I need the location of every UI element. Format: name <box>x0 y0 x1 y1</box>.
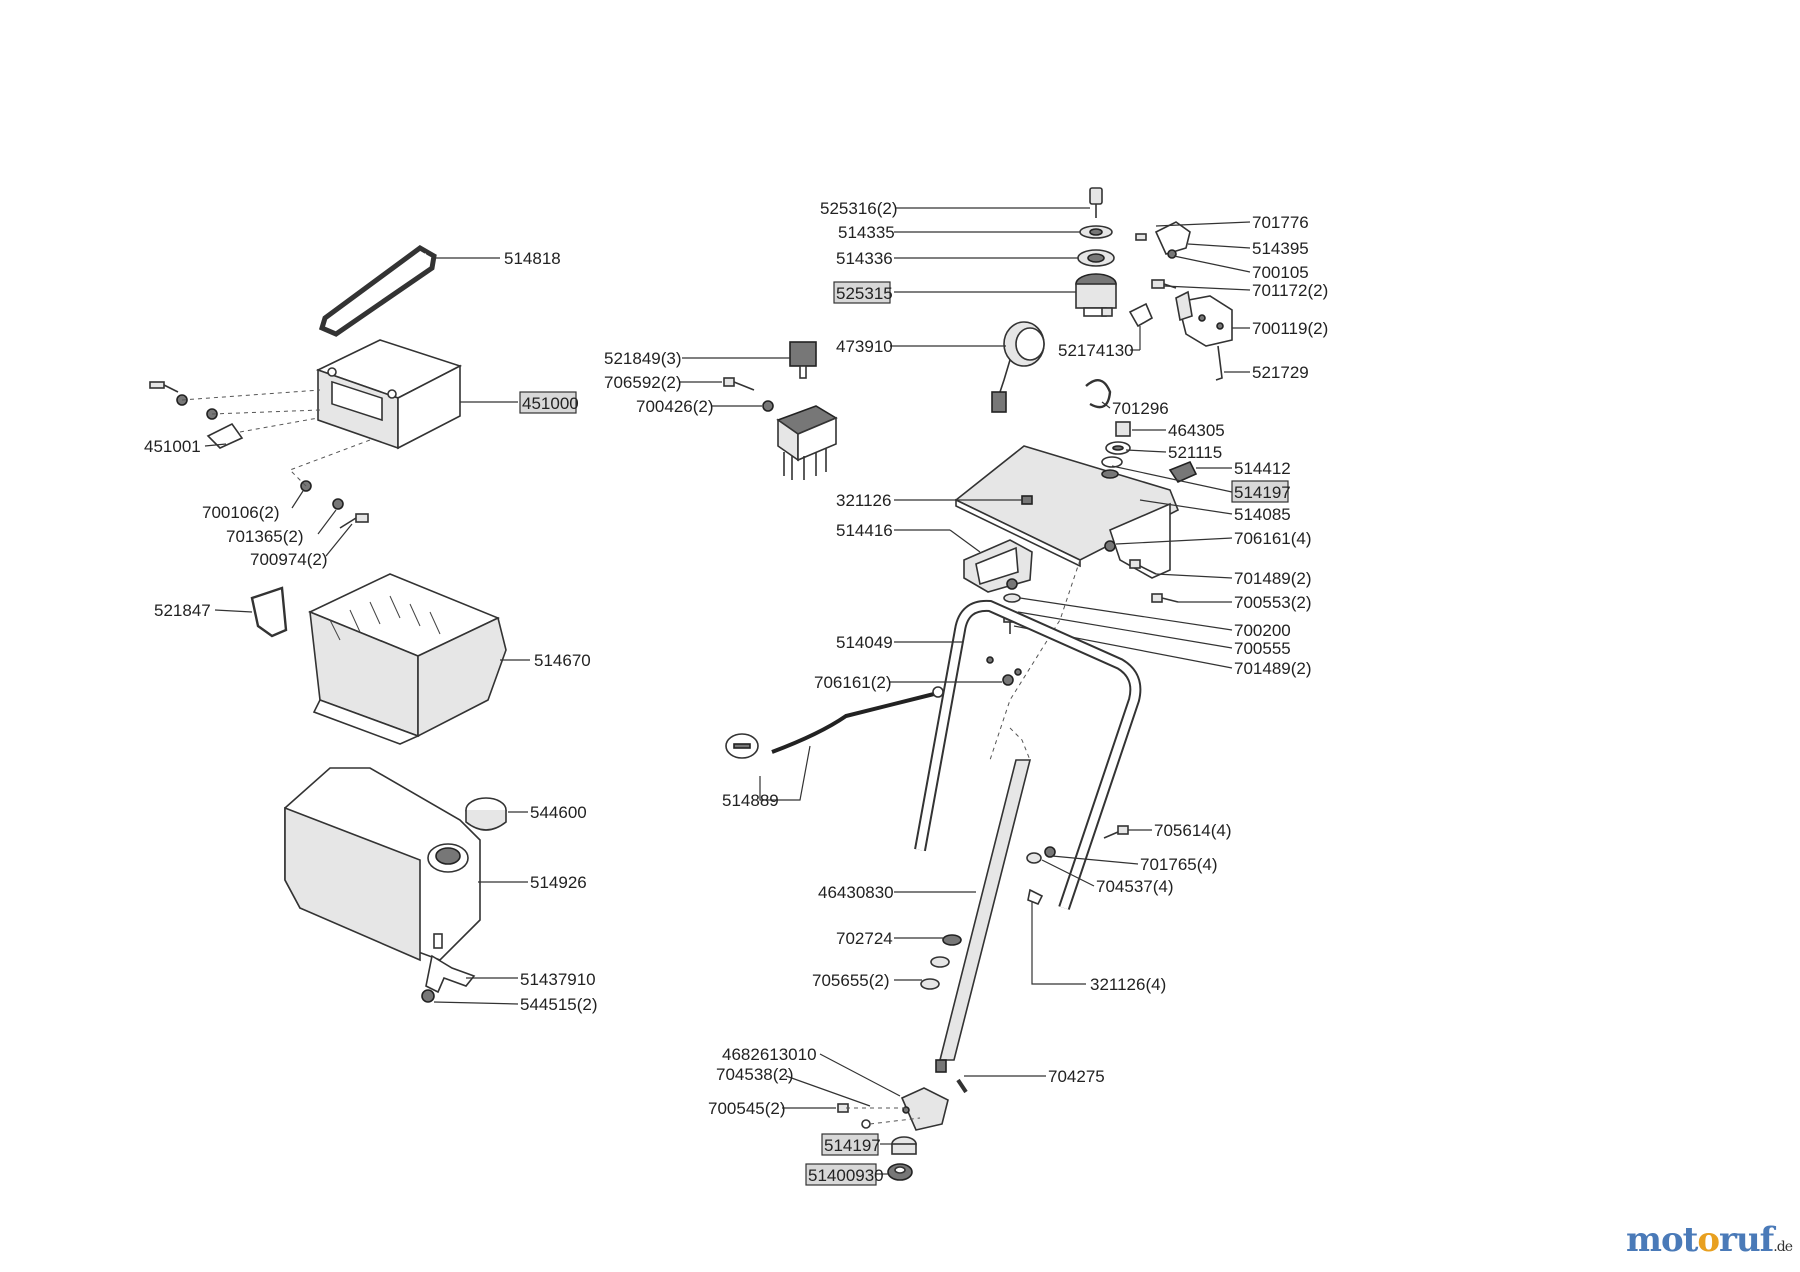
nut-706161 <box>1002 674 1014 686</box>
steering-bracket-4682613010 <box>900 1087 949 1131</box>
fuel-cap-544600 <box>465 797 507 831</box>
label-702724: 702724 <box>836 929 893 948</box>
label-514412: 514412 <box>1234 459 1291 478</box>
label-473910: 473910 <box>836 337 893 356</box>
label-514085: 514085 <box>1234 505 1291 524</box>
label-701765: 701765(4) <box>1140 855 1218 874</box>
label-704538: 704538(2) <box>716 1065 794 1084</box>
label-700106: 700106(2) <box>202 503 280 522</box>
label-4682613010: 4682613010 <box>722 1045 817 1064</box>
label-700545: 700545(2) <box>708 1099 786 1118</box>
label-704537: 704537(4) <box>1096 877 1174 896</box>
holder-514416 <box>963 539 1033 593</box>
battery-451000 <box>315 339 463 450</box>
label-451000: 451000 <box>522 394 579 413</box>
logo-part-3: ruf <box>1719 1220 1774 1260</box>
label-700974: 700974(2) <box>250 550 328 569</box>
label-514335: 514335 <box>838 223 895 242</box>
label-706161-4: 706161(4) <box>1234 529 1312 548</box>
label-514818: 514818 <box>504 249 561 268</box>
relay-521849 <box>789 341 817 379</box>
label-514926: 514926 <box>530 873 587 892</box>
bushing-514197 <box>891 1136 917 1155</box>
steering-shaft-46430830 <box>935 759 1032 1073</box>
buzzer-473910 <box>991 321 1112 413</box>
label-514049: 514049 <box>836 633 893 652</box>
label-705614: 705614(4) <box>1154 821 1232 840</box>
label-521849: 521849(3) <box>604 349 682 368</box>
label-521729: 521729 <box>1252 363 1309 382</box>
label-700553: 700553(2) <box>1234 593 1312 612</box>
steering-washers <box>920 934 962 990</box>
battery-lower-screws <box>300 480 369 529</box>
label-514197-bottom: 514197 <box>824 1136 881 1155</box>
label-514395: 514395 <box>1252 239 1309 258</box>
label-514197-top: 514197 <box>1234 483 1291 502</box>
label-51437910: 51437910 <box>520 970 596 989</box>
logo-tld: .de <box>1773 1239 1793 1255</box>
clip-521847 <box>250 586 288 638</box>
label-701172: 701172(2) <box>1252 281 1328 300</box>
label-451001: 451001 <box>144 437 201 456</box>
label-321126-4: 321126(4) <box>1090 975 1166 994</box>
label-46430830: 46430830 <box>818 883 894 902</box>
label-521847: 521847 <box>154 601 211 620</box>
label-700119: 700119(2) <box>1252 319 1328 338</box>
label-700555: 700555 <box>1234 639 1291 658</box>
screw-700545 <box>837 1103 871 1129</box>
throttle-bracket-521729 <box>1175 290 1233 381</box>
label-704275: 704275 <box>1048 1067 1105 1086</box>
plate-screws <box>1104 540 1179 603</box>
safety-switch-514395 <box>1135 221 1191 259</box>
key-525316 <box>1089 187 1103 218</box>
part-labels: 514818 451000 451001 700106(2) 701365(2)… <box>144 199 1328 1186</box>
label-700200: 700200 <box>1234 621 1291 640</box>
label-701296: 701296 <box>1112 399 1169 418</box>
label-706592: 706592(2) <box>604 373 682 392</box>
nut-514336 <box>1077 249 1115 267</box>
label-701776: 701776 <box>1252 213 1309 232</box>
label-544600: 544600 <box>530 803 587 822</box>
label-701489-b: 701489(2) <box>1234 659 1312 678</box>
logo-part-1: mot <box>1625 1220 1698 1260</box>
part-52174130 <box>1101 302 1154 328</box>
label-701489-a: 701489(2) <box>1234 569 1312 588</box>
screw-706592 <box>723 377 774 412</box>
label-52174130: 52174130 <box>1058 341 1134 360</box>
label-706161-2: 706161(2) <box>814 673 892 692</box>
label-521115: 521115 <box>1168 443 1222 462</box>
ground-cable-514889 <box>725 686 944 759</box>
fuel-tank-514926 <box>284 767 481 962</box>
label-464305: 464305 <box>1168 421 1225 440</box>
label-321126: 321126 <box>836 491 891 510</box>
label-525315: 525315 <box>836 284 893 303</box>
label-544515: 544515(2) <box>520 995 598 1014</box>
motoruf-logo: motoruf.de <box>1625 1220 1793 1260</box>
handlebar-514049 <box>914 599 1142 910</box>
label-525316: 525316(2) <box>820 199 898 218</box>
fuse-box <box>776 405 838 480</box>
battery-tray-514670 <box>308 573 507 745</box>
label-700105: 700105 <box>1252 263 1309 282</box>
battery-strap-514818 <box>318 245 437 337</box>
label-701365: 701365(2) <box>226 527 304 546</box>
label-514670: 514670 <box>534 651 591 670</box>
washer-514335 <box>1079 225 1113 239</box>
ignition-switch-525315 <box>1075 273 1117 317</box>
label-51400930: 51400930 <box>808 1166 884 1185</box>
pin-704275 <box>956 1078 968 1094</box>
fuel-hose-51437910 <box>421 954 476 1003</box>
gear-51400930 <box>887 1163 913 1181</box>
label-705655: 705655(2) <box>812 971 890 990</box>
label-514889: 514889 <box>722 791 779 810</box>
label-700426: 700426(2) <box>636 397 714 416</box>
label-514416: 514416 <box>836 521 893 540</box>
bushing-464305 <box>1101 421 1131 468</box>
part-514412 <box>1168 460 1198 484</box>
clip-321126-4 <box>1027 888 1044 906</box>
logo-part-2: o <box>1697 1220 1720 1260</box>
label-514336: 514336 <box>836 249 893 268</box>
